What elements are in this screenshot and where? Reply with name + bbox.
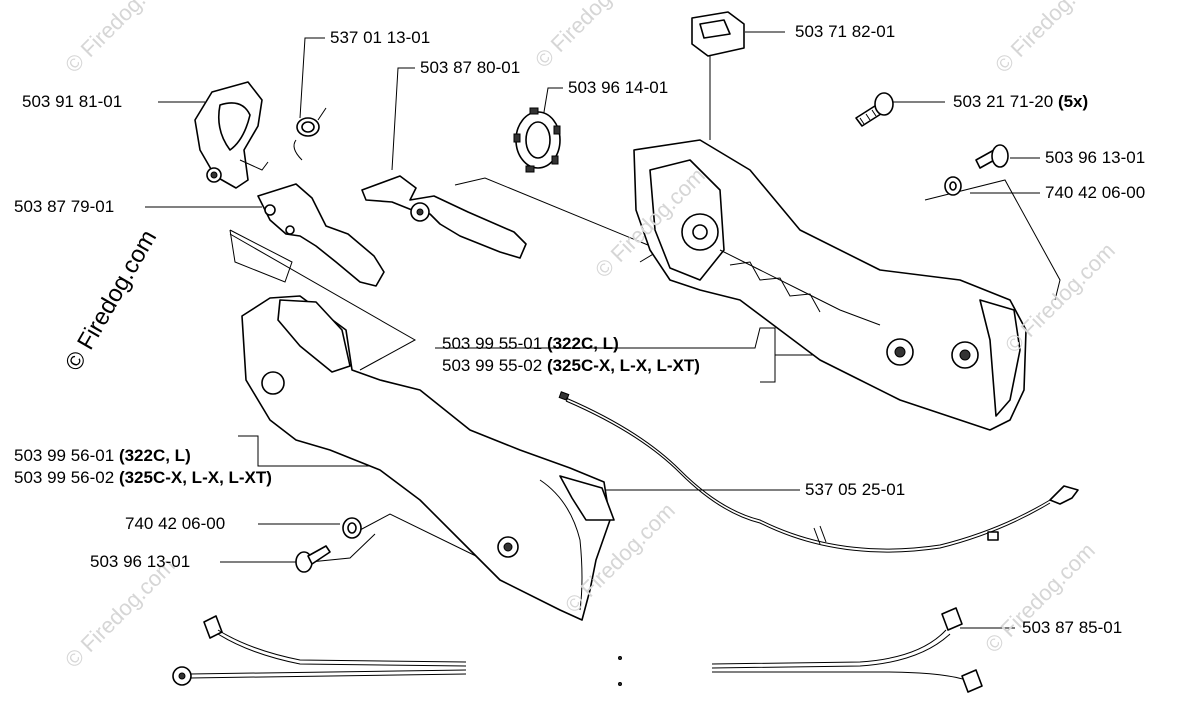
part-label: 537 01 13-01 (330, 28, 431, 47)
lever-part (361, 175, 527, 259)
part-number: 503 99 55-02 (442, 356, 543, 375)
handle-right-half-part (633, 139, 1027, 431)
part-label: 537 05 25-01 (805, 480, 906, 499)
washer-part (944, 176, 962, 196)
latch-part (194, 81, 269, 189)
part-number: 503 21 71-20 (953, 92, 1054, 111)
part-label: 740 42 06-00 (1045, 183, 1146, 202)
part-label: 503 99 56-01 (322C, L) (14, 446, 191, 466)
part-label: 503 96 14-01 (568, 78, 669, 97)
part-variant: (322C, L) (546, 334, 619, 353)
part-variant: (322C, L) (118, 446, 191, 465)
part-variant: (325C-X, L-X, L-XT) (546, 356, 700, 375)
part-label: 503 87 79-01 (14, 197, 115, 216)
part-label: 503 96 13-01 (90, 552, 191, 571)
part-label: 503 21 71-20 (5x) (953, 92, 1088, 112)
part-label: 503 91 81-01 (22, 92, 123, 111)
spring-part (293, 107, 327, 161)
part-number: 503 99 56-02 (14, 468, 115, 487)
trigger-part (257, 183, 385, 287)
washer-left-part (342, 517, 362, 539)
part-variant: (325C-X, L-X, L-XT) (118, 468, 272, 487)
part-quantity: (5x) (1057, 92, 1089, 111)
switch-part (691, 11, 745, 57)
part-label: 503 87 80-01 (420, 58, 521, 77)
throttle-cable-part (558, 391, 1079, 553)
handle-left-half-part (241, 295, 615, 621)
part-label: 503 87 85-01 (1022, 618, 1123, 637)
part-number: 503 99 56-01 (14, 446, 115, 465)
wire-harness-part (172, 607, 983, 693)
part-label: 503 99 55-01 (322C, L) (442, 334, 619, 354)
screw-short-part (975, 144, 1009, 169)
part-label: 503 71 82-01 (795, 22, 896, 41)
part-label: 740 42 06-00 (125, 514, 226, 533)
part-label: 503 99 56-02 (325C-X, L-X, L-XT) (14, 468, 272, 488)
part-label: 503 99 55-02 (325C-X, L-X, L-XT) (442, 356, 700, 376)
screw-long-part (855, 92, 894, 127)
screw-left-part (295, 545, 331, 573)
part-label: 503 96 13-01 (1045, 148, 1146, 167)
ring-part (513, 107, 561, 173)
part-number: 503 99 55-01 (442, 334, 543, 353)
